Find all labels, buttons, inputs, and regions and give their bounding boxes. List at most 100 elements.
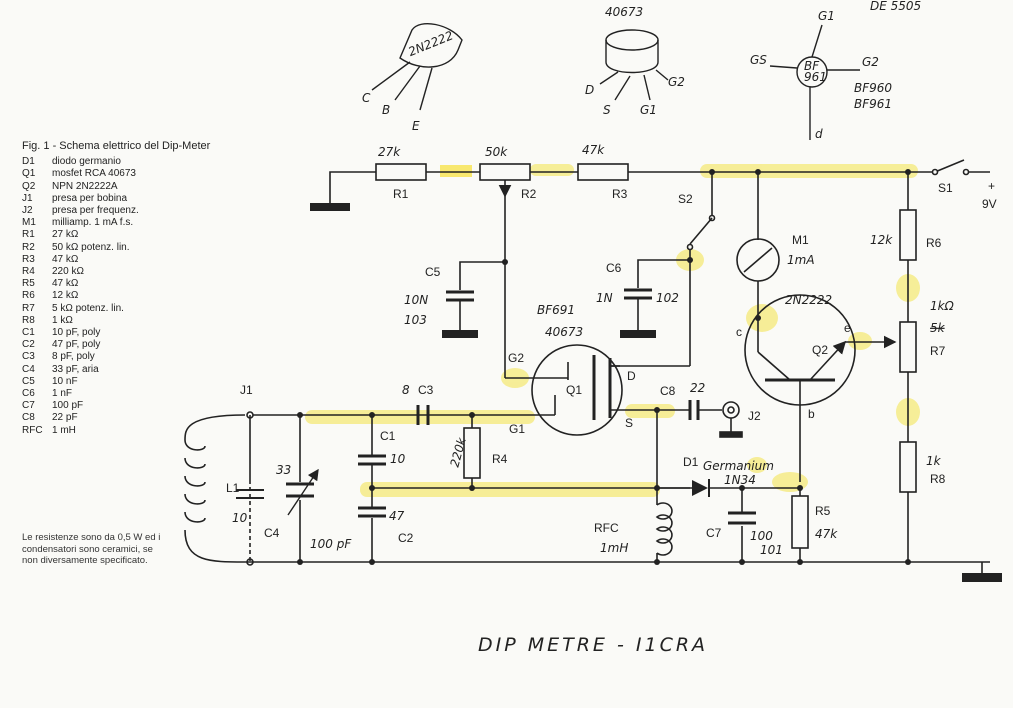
label-c6: C6 xyxy=(606,261,622,275)
label-c2: C2 xyxy=(398,531,414,545)
component-legend: Fig. 1 - Schema elettrico del Dip-Meter … xyxy=(22,140,210,437)
value2-c4: 100 pF xyxy=(310,537,352,551)
legend-code: C8 xyxy=(22,412,35,424)
legend-code: J1 xyxy=(22,192,33,204)
name-bf-1: BF xyxy=(804,59,820,73)
value-c5: 10N xyxy=(404,293,428,307)
value-r8: 1k xyxy=(926,454,942,468)
junction-dots xyxy=(297,169,911,565)
value-r7-old: 5k xyxy=(930,321,946,335)
label-plus: + xyxy=(988,179,995,193)
value-r7: 1kΩ xyxy=(930,299,955,313)
label-j1: J1 xyxy=(240,383,253,397)
legend-code: R2 xyxy=(22,241,35,253)
legend-desc: diodo germanio xyxy=(52,156,121,168)
legend-code: D1 xyxy=(22,156,35,168)
legend-desc: 50 kΩ potenz. lin. xyxy=(52,241,130,253)
pin-40673-s: S xyxy=(603,103,611,117)
capacitor-c5 xyxy=(446,290,474,330)
legend-code: R5 xyxy=(22,278,35,290)
schematic-labels: R1 27k R2 50k R3 47k S2 S1 + 9V R6 12k R… xyxy=(226,143,997,557)
value-r3: 47k xyxy=(582,143,605,157)
legend-title: Fig. 1 - Schema elettrico del Dip-Meter xyxy=(22,140,211,152)
label-rfc: RFC xyxy=(594,521,619,535)
corner-note: DE 5505 xyxy=(870,0,921,13)
label-r5: R5 xyxy=(815,504,831,518)
legend-code: C5 xyxy=(22,375,35,387)
diode-d1 xyxy=(692,480,708,496)
pin-q1-g1: G1 xyxy=(509,422,525,436)
label-r1: R1 xyxy=(393,187,409,201)
pin-bf-g1: G1 xyxy=(818,9,835,23)
legend-code: C2 xyxy=(22,339,35,351)
highlight-marks xyxy=(305,164,920,497)
label-c5: C5 xyxy=(425,265,441,279)
label-d1: D1 xyxy=(683,455,699,469)
legend-code: Q2 xyxy=(22,180,36,192)
pinout-40673: 40673 D S G1 G2 xyxy=(585,5,685,117)
legend-row: R5 47 kΩ xyxy=(22,278,210,290)
pin-40673-d: D xyxy=(585,83,594,97)
legend-desc: 1 mH xyxy=(52,424,76,436)
ground-symbol-main xyxy=(962,573,1002,582)
legend-code: J2 xyxy=(22,205,33,217)
pin-40673-g2: G2 xyxy=(668,75,685,89)
ground-symbol-top xyxy=(310,203,350,211)
label-j2: J2 xyxy=(748,409,761,423)
legend-code: Q1 xyxy=(22,168,36,180)
type-d1: Germanium xyxy=(703,459,774,473)
pinout-2n2222: 2N2222 C B E xyxy=(362,23,463,133)
top-rail xyxy=(329,159,990,205)
code-c7: 101 xyxy=(760,543,783,557)
legend-code: R1 xyxy=(22,229,35,241)
legend-code: R7 xyxy=(22,302,35,314)
label-c7: C7 xyxy=(706,526,722,540)
legend-note: Le resistenze sono da 0,5 W ed i condens… xyxy=(22,532,161,566)
pin-bf-g2: G2 xyxy=(862,55,879,69)
value-c6: 1N xyxy=(596,291,613,305)
alt-bf-1: BF960 xyxy=(854,81,892,95)
legend-code: R6 xyxy=(22,290,35,302)
legend-code: C6 xyxy=(22,388,35,400)
label-r3: R3 xyxy=(612,187,628,201)
legend-desc: 8 pF, poly xyxy=(52,351,95,363)
label-r7: R7 xyxy=(930,344,946,358)
pin-bf-gs: GS xyxy=(750,53,767,67)
legend-row: R2 50 kΩ potenz. lin. xyxy=(22,242,210,254)
label-c1: C1 xyxy=(380,429,396,443)
switch-s2 xyxy=(610,172,716,367)
pin-2n2222-c: C xyxy=(362,91,371,105)
label-c4: C4 xyxy=(264,526,280,540)
part-d1: 1N34 xyxy=(724,473,756,487)
type2-q1: 40673 xyxy=(545,325,583,339)
pinout-bf961: BF 961 GS G1 G2 d BF960 BF961 DE 5505 xyxy=(750,0,921,141)
label-r6: R6 xyxy=(926,236,942,250)
legend-code: M1 xyxy=(22,217,36,229)
value-r6: 12k xyxy=(870,233,893,247)
name-40673: 40673 xyxy=(605,5,643,19)
legend-desc: 27 kΩ xyxy=(52,229,79,241)
label-q2: Q2 xyxy=(812,343,828,357)
value-rfc: 1mH xyxy=(600,541,628,555)
pin-2n2222-e: E xyxy=(412,119,420,133)
value-c2: 47 xyxy=(389,509,405,523)
legend-desc: NPN 2N2222A xyxy=(52,180,118,192)
legend-desc: mosfet RCA 40673 xyxy=(52,168,136,180)
value-r4: 220k xyxy=(448,435,470,468)
value-r1: 27k xyxy=(378,145,401,159)
label-r4: R4 xyxy=(492,452,508,466)
ground-symbol-c5 xyxy=(442,330,478,338)
legend-desc: 47 kΩ xyxy=(52,278,79,290)
